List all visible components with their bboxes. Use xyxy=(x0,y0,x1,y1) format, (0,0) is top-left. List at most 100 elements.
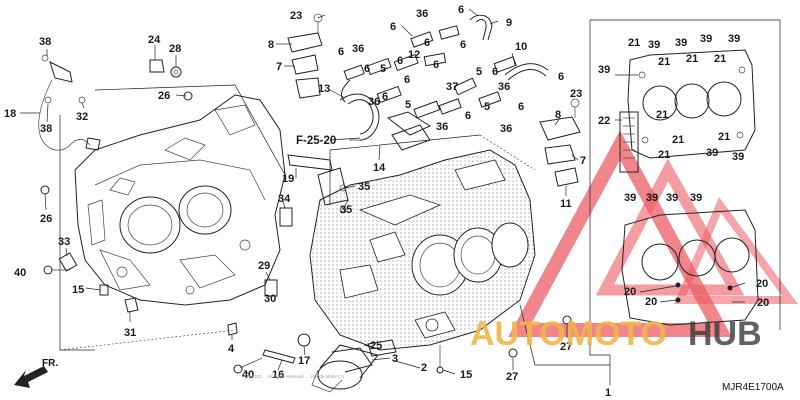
callout-36[interactable]: 36 xyxy=(416,8,428,20)
callout-6[interactable]: 6 xyxy=(382,91,388,103)
callout-36[interactable]: 36 xyxy=(436,121,448,133)
callout-21[interactable]: 21 xyxy=(658,56,670,68)
callout-40[interactable]: 40 xyxy=(242,369,254,381)
callout-36[interactable]: 36 xyxy=(352,43,364,55)
gasket-frame xyxy=(589,19,781,385)
callout-21[interactable]: 21 xyxy=(656,109,668,121)
callout-6[interactable]: 6 xyxy=(364,63,370,75)
callout-6[interactable]: 6 xyxy=(492,66,498,78)
callout-27[interactable]: 27 xyxy=(560,341,572,353)
callout-39[interactable]: 39 xyxy=(666,192,678,204)
callout-15[interactable]: 15 xyxy=(460,369,472,381)
callout-23[interactable]: 23 xyxy=(570,88,582,100)
callout-39[interactable]: 39 xyxy=(624,192,636,204)
callout-11[interactable]: 11 xyxy=(560,198,572,210)
callout-33[interactable]: 33 xyxy=(58,236,70,248)
callout-16[interactable]: 16 xyxy=(272,369,284,381)
callout-4[interactable]: 4 xyxy=(228,343,235,355)
callout-35[interactable]: 35 xyxy=(340,204,352,216)
callout-3[interactable]: 3 xyxy=(392,353,398,365)
callout-26[interactable]: 26 xyxy=(158,90,170,102)
callout-21[interactable]: 21 xyxy=(718,131,730,143)
callout-6[interactable]: 6 xyxy=(390,21,396,33)
callout-39[interactable]: 39 xyxy=(690,192,702,204)
small-hardware xyxy=(40,59,572,374)
callout-19[interactable]: 19 xyxy=(282,173,294,185)
lower-crankcase xyxy=(309,149,536,351)
callout-21[interactable]: 21 xyxy=(672,134,684,146)
callout-39[interactable]: 39 xyxy=(675,37,687,49)
callout-29[interactable]: 29 xyxy=(258,260,270,272)
callout-12[interactable]: 12 xyxy=(408,49,420,61)
callout-6[interactable]: 6 xyxy=(338,46,344,58)
callout-5[interactable]: 5 xyxy=(484,101,490,113)
callout-5[interactable]: 5 xyxy=(405,99,411,111)
callout-13[interactable]: 13 xyxy=(318,83,330,95)
callout-22[interactable]: 22 xyxy=(598,115,610,127)
callout-20[interactable]: 20 xyxy=(756,278,768,290)
callout-37[interactable]: 37 xyxy=(446,81,458,93)
callout-24[interactable]: 24 xyxy=(148,34,161,46)
oil-filter xyxy=(311,339,397,393)
callout-5[interactable]: 5 xyxy=(380,63,386,75)
callout-8[interactable]: 8 xyxy=(555,109,561,121)
callout-8[interactable]: 8 xyxy=(268,39,274,51)
callout-30[interactable]: 30 xyxy=(264,293,276,305)
reference-link[interactable]: F-25-20 xyxy=(296,135,362,147)
callout-21[interactable]: 21 xyxy=(686,53,698,65)
callout-21[interactable]: 21 xyxy=(714,53,726,65)
watermark-text: AUTOMOTO HUB xyxy=(470,315,762,353)
callout-25[interactable]: 25 xyxy=(370,340,382,352)
callout-5[interactable]: 5 xyxy=(476,66,482,78)
callout-1[interactable]: 1 xyxy=(605,387,611,399)
callout-9[interactable]: 9 xyxy=(506,17,512,29)
callout-36[interactable]: 36 xyxy=(500,123,512,135)
callout-6[interactable]: 6 xyxy=(458,4,464,16)
callout-39[interactable]: 39 xyxy=(700,33,712,45)
callout-39[interactable]: 39 xyxy=(648,39,660,51)
callout-20[interactable]: 20 xyxy=(645,296,657,308)
reference-label[interactable]: F-25-20 xyxy=(296,135,336,147)
callout-40[interactable]: 40 xyxy=(14,267,26,279)
callout-6[interactable]: 6 xyxy=(460,39,466,51)
callout-18[interactable]: 18 xyxy=(4,108,16,120)
callout-36[interactable]: 36 xyxy=(498,81,510,93)
callout-36[interactable]: 36 xyxy=(368,96,380,108)
callout-21[interactable]: 21 xyxy=(658,149,670,161)
callout-23[interactable]: 23 xyxy=(290,10,302,22)
callout-20[interactable]: 20 xyxy=(757,297,769,309)
callout-15[interactable]: 15 xyxy=(72,284,84,296)
callout-39[interactable]: 39 xyxy=(706,147,718,159)
callout-26[interactable]: 26 xyxy=(40,213,52,225)
callout-39[interactable]: 39 xyxy=(598,64,610,76)
callout-17[interactable]: 17 xyxy=(298,355,310,367)
callout-31[interactable]: 31 xyxy=(124,327,136,339)
callout-6[interactable]: 6 xyxy=(433,59,439,71)
callout-28[interactable]: 28 xyxy=(169,43,181,55)
callout-2[interactable]: 2 xyxy=(421,362,427,374)
callout-6[interactable]: 6 xyxy=(465,110,471,122)
callout-14[interactable]: 14 xyxy=(373,162,386,174)
callout-38[interactable]: 38 xyxy=(39,36,51,48)
callout-20[interactable]: 20 xyxy=(624,286,636,298)
callout-6[interactable]: 6 xyxy=(424,37,430,49)
callout-35[interactable]: 35 xyxy=(358,181,370,193)
callout-39[interactable]: 39 xyxy=(646,192,658,204)
callout-10[interactable]: 10 xyxy=(515,41,527,53)
callout-7[interactable]: 7 xyxy=(276,61,282,73)
callout-7[interactable]: 7 xyxy=(580,155,586,167)
callout-27[interactable]: 27 xyxy=(506,371,518,383)
callout-6[interactable]: 6 xyxy=(558,71,564,83)
callout-32[interactable]: 32 xyxy=(76,111,88,123)
callout-6[interactable]: 6 xyxy=(397,55,403,67)
callout-21[interactable]: 21 xyxy=(628,37,640,49)
callout-39[interactable]: 39 xyxy=(732,151,744,163)
callout-6[interactable]: 6 xyxy=(518,101,524,113)
callout-6[interactable]: 6 xyxy=(404,74,410,86)
upper-crankcase xyxy=(74,94,286,306)
callout-38[interactable]: 38 xyxy=(40,123,52,135)
callout-34[interactable]: 34 xyxy=(278,193,291,205)
callout-39[interactable]: 39 xyxy=(728,33,740,45)
bracket-left xyxy=(287,13,323,99)
